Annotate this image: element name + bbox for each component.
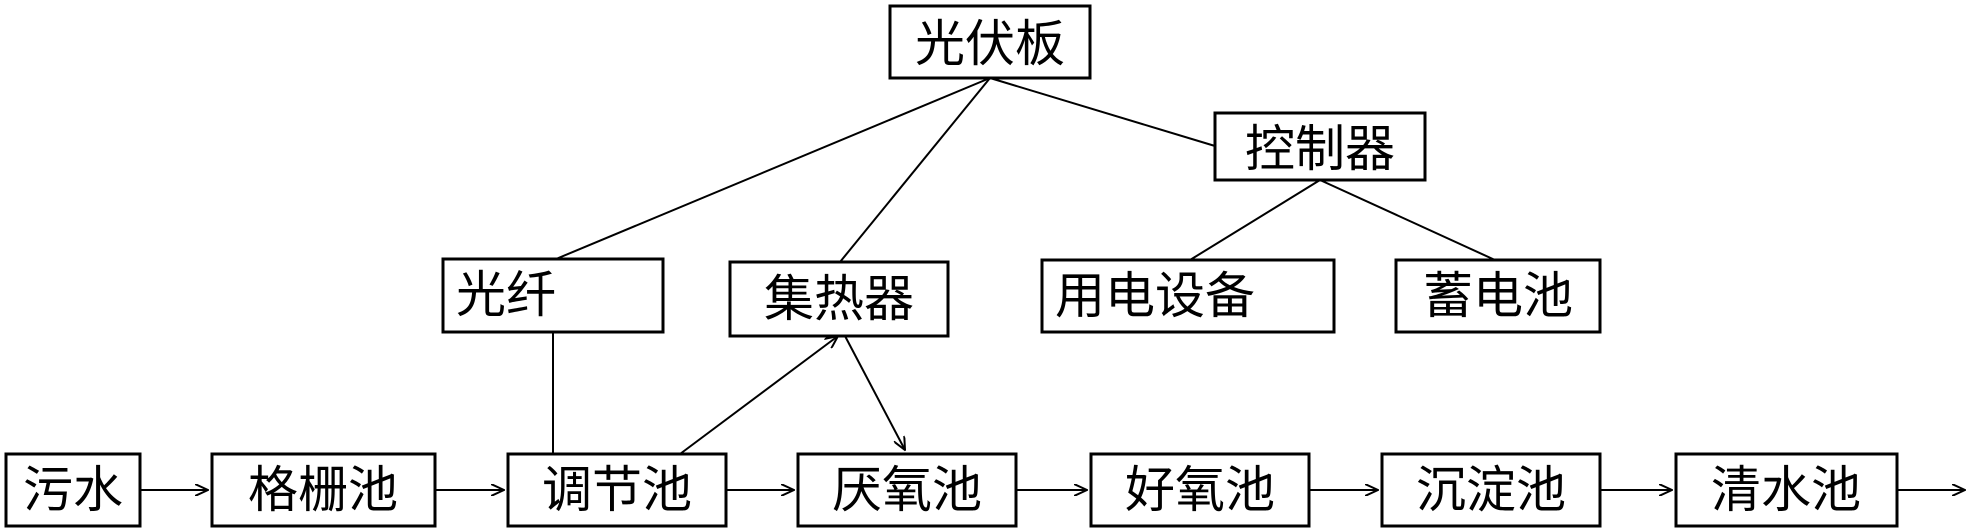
node-optical-fiber-label: 光纤 [456, 266, 556, 324]
node-solar-panel: 光伏板 [888, 4, 1092, 80]
edge-regulating-to-collector [679, 336, 838, 455]
edge-solar-to-controller [989, 77, 1216, 147]
node-clear-water-tank-label: 清水池 [1711, 461, 1861, 519]
node-aerobic-tank: 好氧池 [1089, 452, 1311, 528]
node-battery: 蓄电池 [1394, 258, 1602, 334]
node-optical-fiber: 光纤 [441, 257, 665, 334]
node-anaerobic-tank: 厌氧池 [796, 452, 1018, 528]
node-heat-collector-label: 集热器 [764, 270, 914, 328]
node-controller: 控制器 [1213, 111, 1427, 182]
edge-solar-to-collector [839, 77, 991, 263]
node-grille-tank: 格栅池 [210, 452, 437, 528]
edge-collector-to-anaerobic [844, 335, 905, 450]
node-electrical-equipment: 用电设备 [1040, 258, 1336, 334]
node-sewage-label: 污水 [23, 461, 123, 519]
node-clear-water-tank: 清水池 [1674, 452, 1899, 528]
node-solar-panel-label: 光伏板 [915, 15, 1065, 73]
node-heat-collector: 集热器 [728, 260, 950, 338]
node-battery-label: 蓄电池 [1423, 267, 1573, 325]
edge-solar-to-fiber [555, 77, 991, 260]
edge-controller-to-battery [1319, 179, 1496, 261]
node-sedimentation-tank: 沉淀池 [1380, 452, 1602, 528]
node-electrical-equipment-label: 用电设备 [1055, 267, 1255, 325]
node-controller-label: 控制器 [1245, 120, 1395, 178]
node-sedimentation-tank-label: 沉淀池 [1416, 461, 1566, 519]
edge-controller-to-equipment [1189, 179, 1321, 261]
node-regulating-tank-label: 调节池 [542, 461, 692, 519]
node-grille-tank-label: 格栅池 [248, 461, 398, 519]
node-aerobic-tank-label: 好氧池 [1125, 461, 1275, 519]
node-anaerobic-tank-label: 厌氧池 [832, 461, 982, 519]
node-regulating-tank: 调节池 [506, 452, 728, 528]
node-sewage: 污水 [4, 452, 142, 528]
